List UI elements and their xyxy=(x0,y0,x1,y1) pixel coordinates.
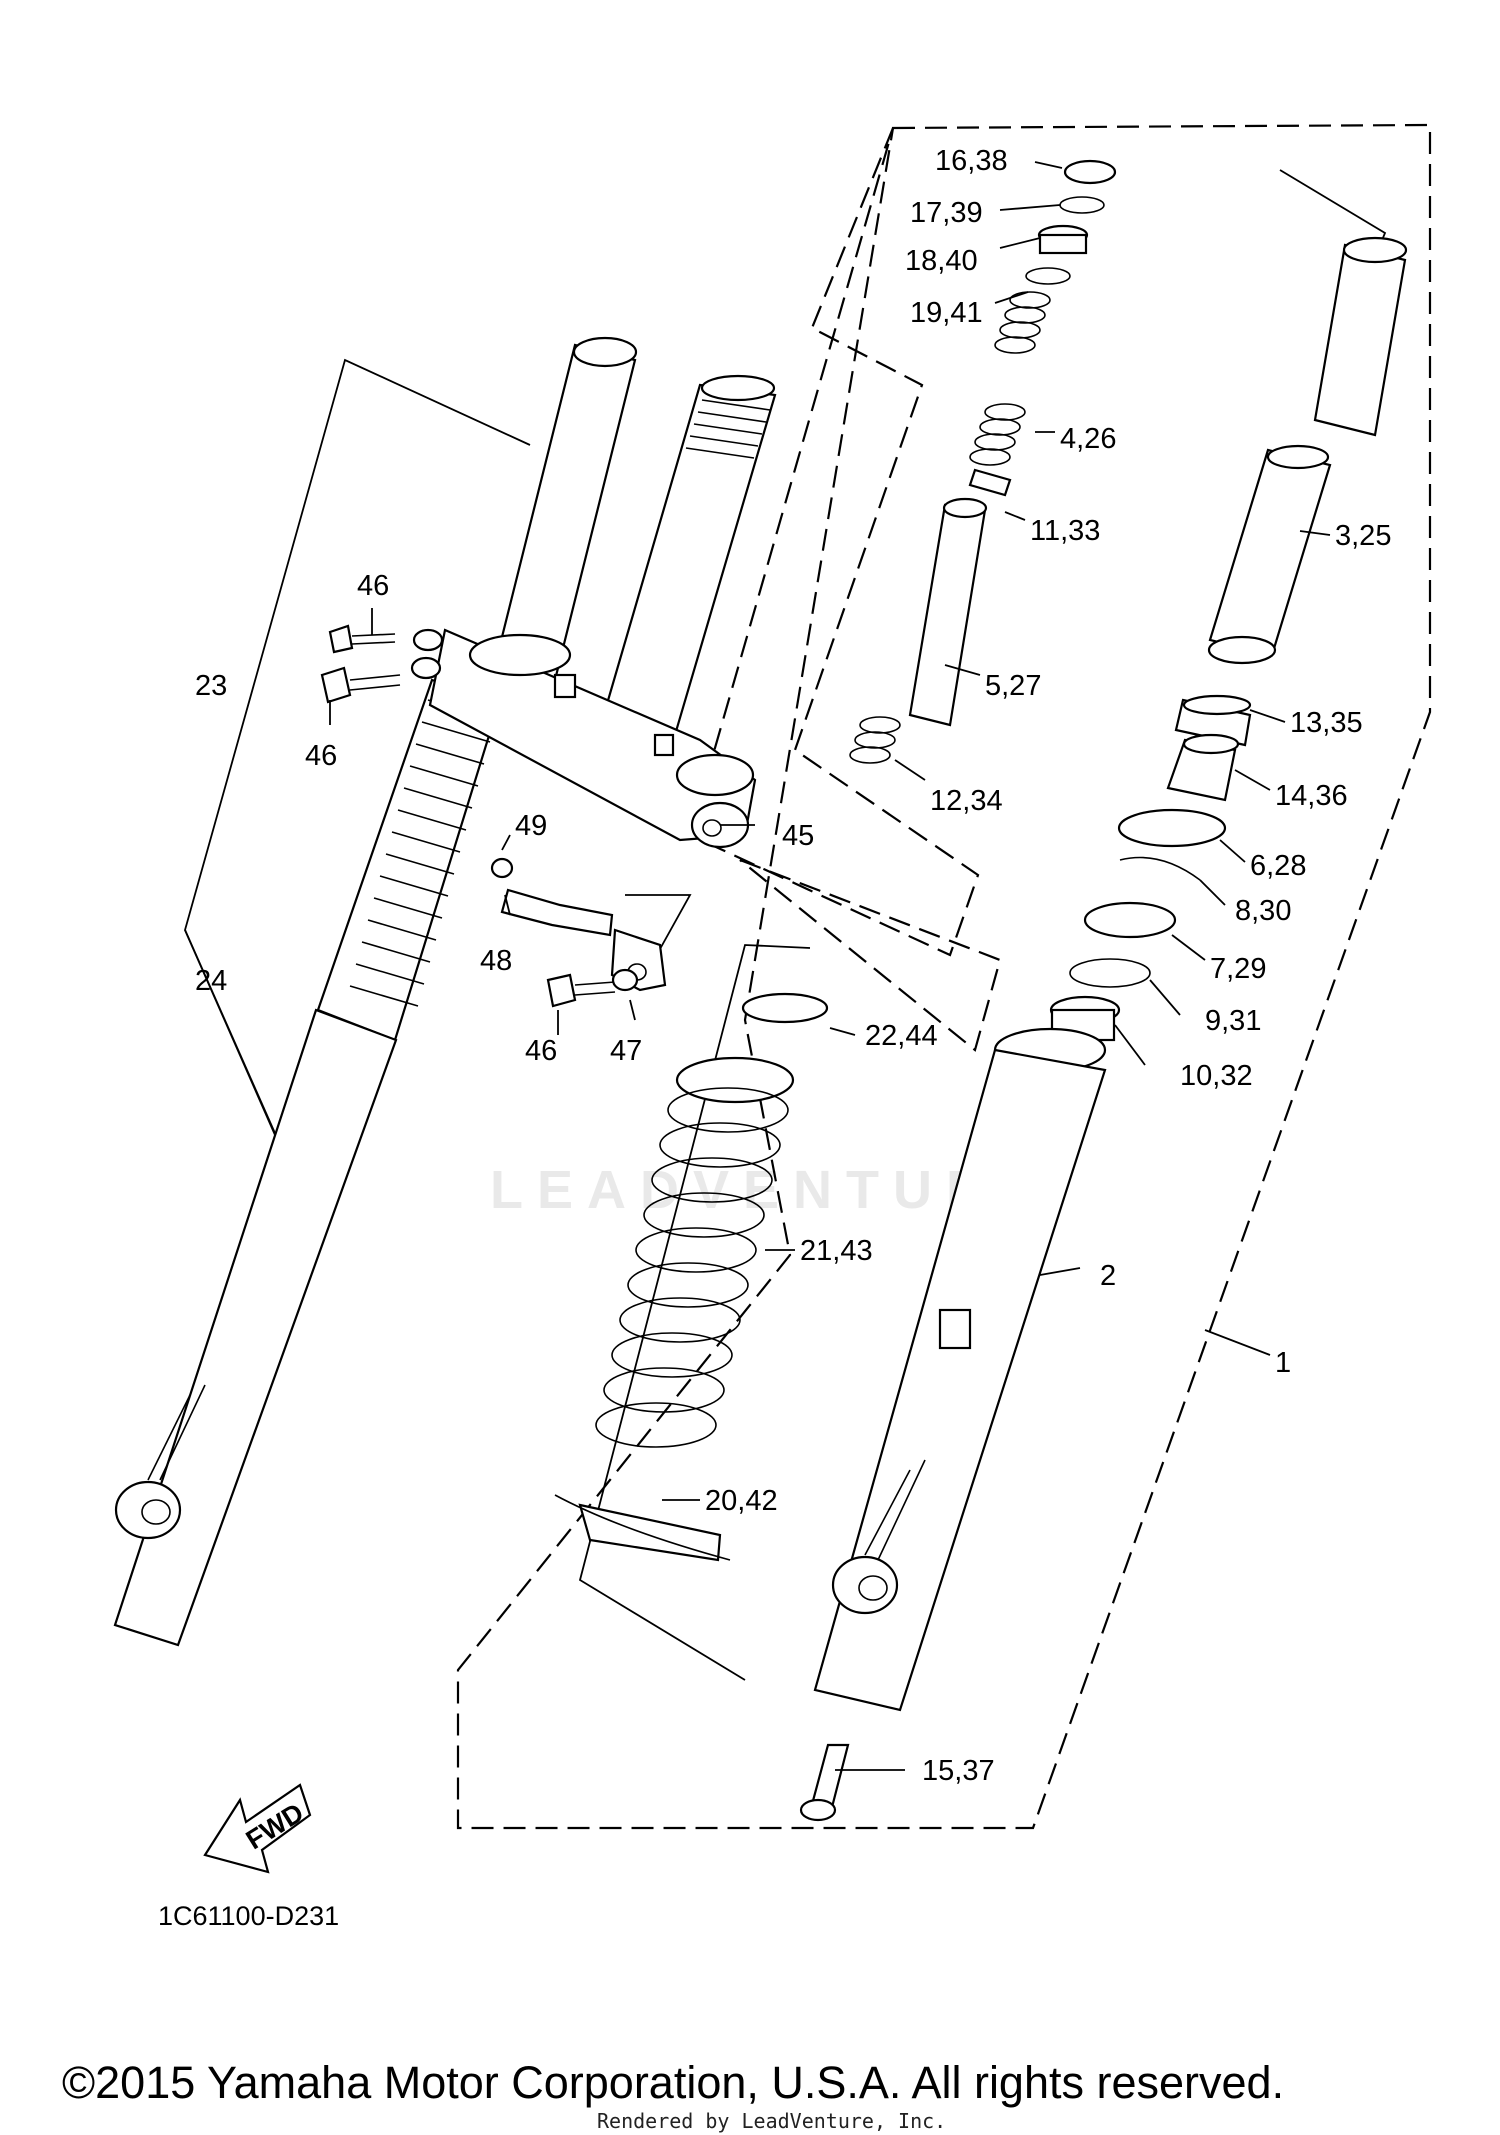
callout-22-44: 22,44 xyxy=(865,1020,938,1052)
callout-48: 48 xyxy=(480,945,512,977)
right-fork-exploded xyxy=(799,236,1408,1822)
diagram-code: 1C61100-D231 xyxy=(158,1901,339,1931)
callout-7-29: 7,29 xyxy=(1210,953,1266,985)
callout-20-42: 20,42 xyxy=(705,1485,778,1517)
callout-19-41: 19,41 xyxy=(910,297,983,329)
callout-16-38: 16,38 xyxy=(935,145,1008,177)
callout-24: 24 xyxy=(195,965,227,997)
leader-lines xyxy=(329,161,1331,1771)
exploded-inner-parts xyxy=(849,159,1117,764)
boot-group-outline xyxy=(739,858,1002,1052)
callout-6-28: 6,28 xyxy=(1250,850,1306,882)
callout-labels: 16,38 17,39 18,40 19,41 4,26 11,33 3,25 … xyxy=(195,145,1391,1787)
callout-45: 45 xyxy=(782,820,814,852)
callout-12-34: 12,34 xyxy=(930,785,1003,817)
callout-47: 47 xyxy=(610,1035,642,1067)
bracket-22-20 xyxy=(578,944,811,1681)
callout-14-36: 14,36 xyxy=(1275,780,1348,812)
callout-9-31: 9,31 xyxy=(1205,1005,1261,1037)
callout-49: 49 xyxy=(515,810,547,842)
callout-46-left: 46 xyxy=(305,740,337,772)
rendered-by-text: Rendered by LeadVenture, Inc. xyxy=(597,2109,946,2133)
cable-guide-48 xyxy=(490,857,667,1008)
callout-17-39: 17,39 xyxy=(910,197,983,229)
bolt-46-top xyxy=(320,624,444,704)
inner-parts-outline xyxy=(688,127,980,957)
rubber-boot-21 xyxy=(554,992,829,1562)
callout-10-32: 10,32 xyxy=(1180,1060,1253,1092)
callout-5-27: 5,27 xyxy=(985,670,1041,702)
copyright-text: ©2015 Yamaha Motor Corporation, U.S.A. A… xyxy=(62,2057,1284,2108)
callout-2: 2 xyxy=(1100,1260,1116,1292)
callout-13-35: 13,35 xyxy=(1290,707,1363,739)
callout-21-43: 21,43 xyxy=(800,1235,873,1267)
callout-1: 1 xyxy=(1275,1347,1291,1379)
callout-46-top: 46 xyxy=(357,570,389,602)
callout-15-37: 15,37 xyxy=(922,1755,995,1787)
fwd-arrow-icon: FWD xyxy=(203,1783,312,1874)
bracket-24 xyxy=(184,929,279,1141)
callout-46-bottom: 46 xyxy=(525,1035,557,1067)
under-bracket-45 xyxy=(428,374,777,849)
callout-18-40: 18,40 xyxy=(905,245,978,277)
callout-8-30: 8,30 xyxy=(1235,895,1291,927)
callout-3-25: 3,25 xyxy=(1335,520,1391,552)
callout-11-33: 11,33 xyxy=(1030,515,1100,547)
callout-23: 23 xyxy=(195,670,227,702)
callout-4-26: 4,26 xyxy=(1060,423,1116,455)
left-fork-assembly xyxy=(113,336,638,1647)
